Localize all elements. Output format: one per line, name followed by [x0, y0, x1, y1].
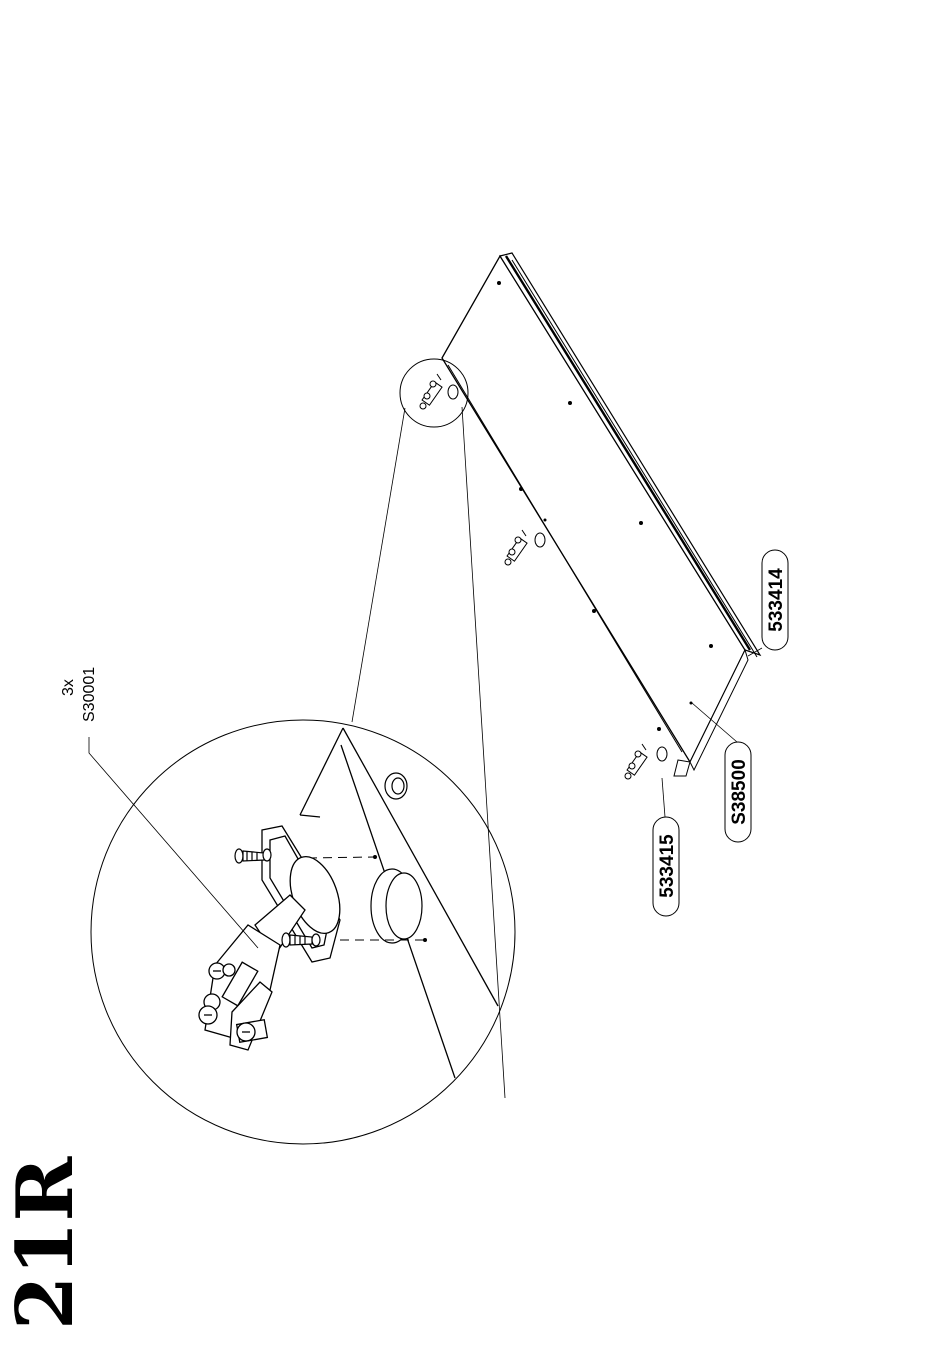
hinge-icon [199, 826, 349, 1050]
cup-hole-icon [371, 869, 422, 943]
step-number: 21R [0, 1155, 91, 1330]
door-panel [442, 253, 760, 776]
callout-533415: 533415 [653, 778, 679, 916]
drilled-hole-icon [385, 773, 407, 799]
callout-S38500: S38500 [692, 703, 751, 842]
label-S38500: S38500 [729, 759, 750, 825]
callout-533414: 533414 [748, 550, 788, 656]
magnifier-lines [352, 407, 505, 1098]
hardware-callout: 3x S30001 [60, 667, 258, 948]
panel-drill-holes [497, 281, 713, 731]
hinge-icon [420, 374, 667, 779]
label-533414: 533414 [766, 568, 787, 632]
hardware-part-number: S30001 [81, 667, 98, 722]
label-533415: 533415 [657, 834, 678, 898]
screw-icon [235, 849, 271, 863]
hardware-quantity: 3x [60, 679, 77, 696]
